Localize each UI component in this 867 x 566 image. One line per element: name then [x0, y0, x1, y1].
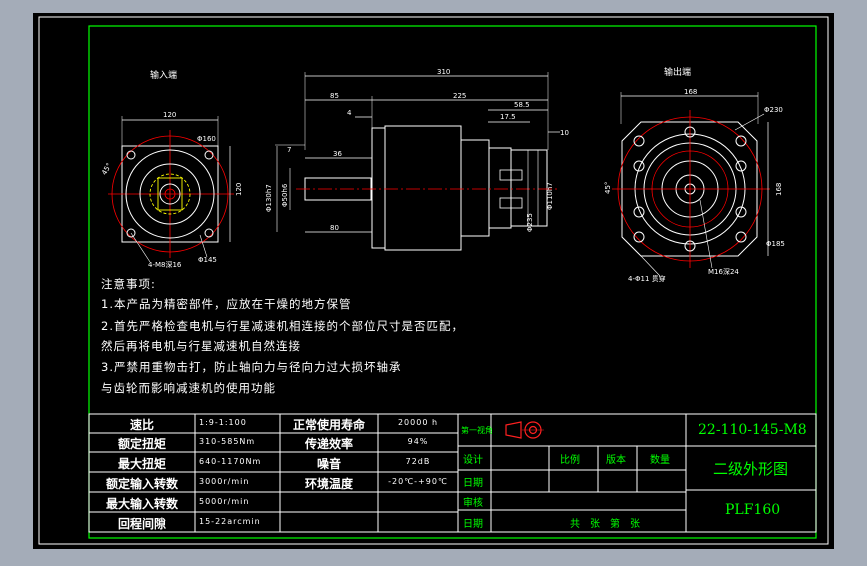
side-dim-36: 36: [333, 150, 342, 158]
spec-label-2-cell: 环境温度: [304, 477, 353, 491]
spec-value-2-cell: 72dB: [405, 457, 431, 466]
spec-label-cell: 最大扭矩: [117, 457, 166, 471]
output-shaft-block: [510, 149, 548, 227]
output-dim-angle: 45°: [604, 182, 612, 194]
side-dim-4: 4: [347, 109, 352, 117]
spec-label-2-cell: 传递效率: [304, 437, 353, 451]
output-dim-holes: 4-Φ11 贯穿: [628, 274, 666, 283]
tb-quantity: 数量: [650, 455, 670, 466]
input-dim-holes: 4-M8深16: [148, 260, 182, 269]
side-view: 310 85 225 4 58.5 17.5 10 7 36 80 Φ130h: [265, 68, 569, 251]
input-outer-circle: [125, 149, 215, 239]
side-dim-85: 85: [330, 92, 339, 100]
tb-drawing-title: 二级外形图: [713, 460, 789, 478]
tb-version: 版本: [606, 455, 626, 466]
spec-value-2-cell: 94%: [407, 437, 429, 446]
tb-drawing-code: 22-110-145-M8: [698, 422, 807, 438]
output-flange-outline: [621, 121, 758, 257]
output-end-view: 输出端 168 Φ230 45° 168 4-Φ11 贯穿 M16深24 Φ18…: [604, 66, 785, 283]
output-dim-circle: Φ185: [766, 240, 785, 248]
input-mid-circle: [139, 163, 201, 225]
output-dim-height: 168: [775, 183, 783, 196]
side-dim-10: 10: [560, 129, 569, 137]
spec-value-2-cell: 20000 h: [397, 418, 439, 427]
side-dim-dia-left-b: Φ50h6: [281, 183, 289, 207]
side-dim-dia-right-b: Φ235: [526, 213, 534, 232]
side-dim-7: 7: [287, 146, 291, 154]
note-line-1: 1.本产品为精密部件，应放在干燥的地方保管: [101, 297, 352, 311]
tb-model: PLF160: [725, 502, 781, 518]
title-block: [457, 413, 817, 533]
spec-label-2-cell: 正常使用寿命: [292, 418, 365, 432]
spec-label-cell: 回程间隙: [117, 517, 166, 531]
note-line-2: 2.首先严格检查电机与行星减速机相连接的个部位尺寸是否匹配，: [101, 319, 464, 333]
input-end-label: 输入端: [150, 69, 177, 81]
tb-review: 审核: [463, 498, 483, 509]
input-bore: [159, 183, 181, 205]
output-dim-width: 168: [684, 88, 697, 96]
outer-frame: [38, 16, 829, 545]
spec-value-cell: 640-1170Nm: [199, 457, 262, 466]
input-dim-pcd: Φ160: [197, 135, 216, 143]
side-dim-58-5: 58.5: [514, 101, 530, 109]
input-pcd-circle: [111, 135, 229, 253]
input-clamp: [157, 177, 183, 211]
spec-value-cell: 1:9-1:100: [199, 418, 247, 427]
output-dim-pcd: Φ230: [764, 106, 783, 114]
side-dim-dia-right-a: Φ110h7: [546, 182, 554, 210]
spec-table: [88, 413, 459, 533]
input-dim-width: 120: [163, 111, 176, 119]
note-line-4: 3.严禁用重物击打，防止轴向力与径向力过大损坏轴承: [101, 360, 402, 374]
tb-sheets: 共 张 第 张: [570, 519, 640, 530]
input-dim-height: 120: [235, 183, 243, 196]
note-line-3: 然后再将电机与行星减速机自然连接: [101, 339, 301, 353]
side-dim-80: 80: [330, 224, 339, 232]
projection-symbol-icon: [505, 421, 544, 439]
spec-value-cell: 3000r/min: [199, 477, 250, 486]
tb-scale: 比例: [560, 455, 580, 466]
spec-value-cell: 15-22arcmin: [199, 517, 261, 526]
sheet-background: [33, 13, 834, 549]
input-hidden-circle: [149, 173, 191, 215]
inner-border: [88, 25, 817, 539]
spec-label-cell: 额定输入转数: [105, 477, 178, 491]
input-dim-circle: Φ145: [198, 256, 217, 264]
spec-label-cell: 速比: [129, 418, 154, 432]
tb-date-2: 日期: [463, 519, 483, 530]
side-dim-225: 225: [453, 92, 466, 100]
tb-projection-label: 第一视角: [461, 426, 493, 435]
notes-heading: 注意事项:: [101, 277, 156, 291]
output-dim-tapped: M16深24: [708, 267, 739, 276]
spec-label-cell: 额定扭矩: [117, 437, 166, 451]
side-dim-overall: 310: [437, 68, 450, 76]
tb-design: 设计: [463, 455, 483, 466]
spec-value-2-cell: -20℃-+90℃: [388, 477, 448, 486]
spec-label-2-cell: 噪音: [316, 457, 341, 471]
spec-value-cell: 5000r/min: [199, 497, 250, 506]
output-end-label: 输出端: [664, 66, 691, 78]
side-dim-dia-left-a: Φ130h7: [265, 184, 273, 212]
spec-value-cell: 310-585Nm: [199, 437, 256, 446]
spec-label-cell: 最大输入转数: [105, 497, 178, 511]
side-dim-17-5: 17.5: [500, 113, 516, 121]
tb-date-1: 日期: [463, 478, 483, 489]
note-line-5: 与齿轮而影响减速机的使用功能: [101, 381, 276, 395]
